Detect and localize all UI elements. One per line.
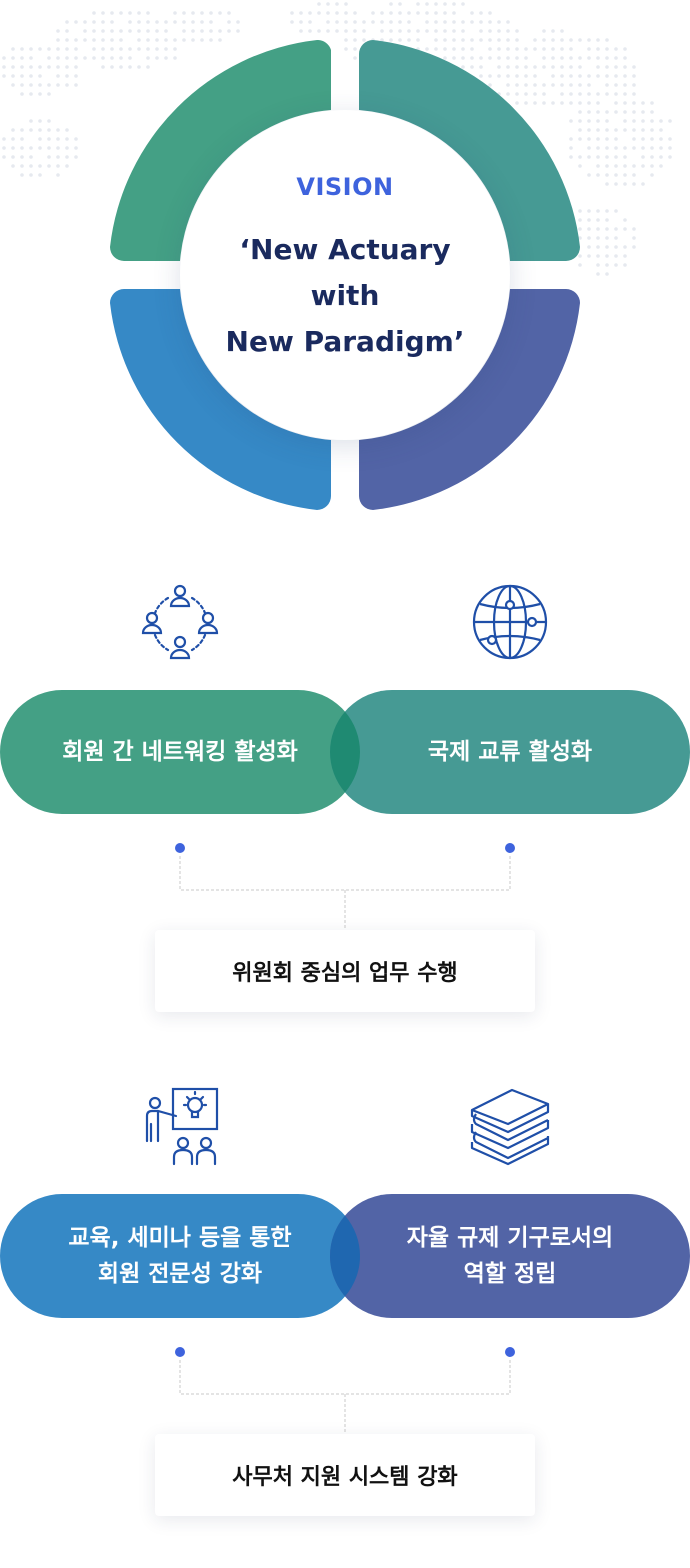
- connector-dot-left: [175, 1347, 185, 1357]
- task-box-committee: 위원회 중심의 업무 수행: [155, 930, 535, 1012]
- task-box-secretariat: 사무처 지원 시스템 강화: [155, 1434, 535, 1516]
- connector-dot-left: [175, 843, 185, 853]
- ring-segment-bottom-right: [359, 289, 580, 510]
- connector-lines: [175, 1347, 515, 1436]
- presentation-teacher-icon: [145, 1087, 219, 1166]
- vision-ring-chart: [110, 40, 580, 510]
- connector-dot-right: [505, 843, 515, 853]
- pill-networking: 회원 간 네트워킹 활성화: [0, 690, 360, 814]
- people-network-icon: [141, 584, 219, 660]
- vision-label: VISION: [296, 173, 394, 201]
- pill-education-line-2: 회원 전문성 강화: [97, 1261, 263, 1287]
- pill-education-line-1: 교육, 세미나 등을 통한: [68, 1225, 292, 1251]
- connector-lines: [175, 843, 515, 932]
- vision-slogan-line: with: [310, 279, 380, 312]
- pill-self-regulation-line-2: 역할 정립: [463, 1261, 557, 1287]
- vision-center-circle: VISION ‘New Actuary with New Paradigm’: [180, 110, 510, 440]
- globe-icon: [472, 584, 548, 660]
- vision-slogan-line: New Paradigm’: [225, 325, 465, 358]
- pill-self-regulation-line-1: 자율 규제 기구로서의: [406, 1225, 614, 1251]
- pill-international-label: 국제 교류 활성화: [427, 739, 593, 765]
- books-stack-icon: [470, 1088, 550, 1166]
- connector-dot-right: [505, 1347, 515, 1357]
- pill-international: 국제 교류 활성화: [330, 690, 690, 814]
- pill-self-regulation: 자율 규제 기구로서의 역할 정립: [330, 1194, 690, 1318]
- pill-overlap: [330, 1215, 360, 1297]
- pill-networking-label: 회원 간 네트워킹 활성화: [62, 739, 298, 765]
- pill-education: 교육, 세미나 등을 통한 회원 전문성 강화: [0, 1194, 360, 1318]
- ring-segment-top-left: [110, 40, 331, 261]
- pill-overlap: [330, 711, 360, 793]
- ring-segment-top-right: [359, 40, 580, 261]
- ring-segment-bottom-left: [110, 289, 331, 510]
- vision-slogan-line: ‘New Actuary: [239, 233, 451, 266]
